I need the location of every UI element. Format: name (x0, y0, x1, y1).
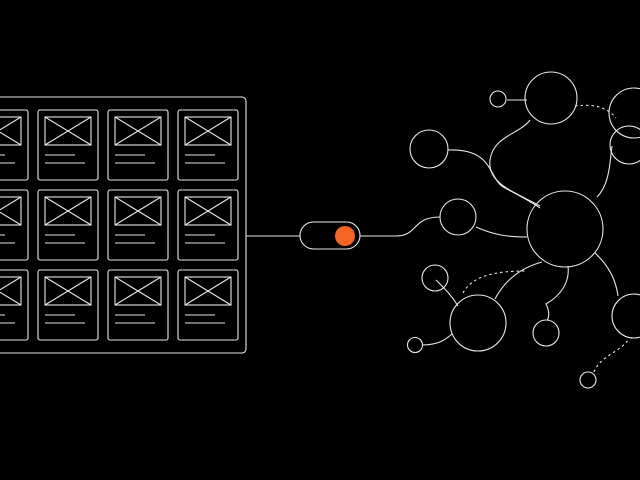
image-placeholder-icon (44, 116, 92, 146)
content-grid-panel (0, 96, 247, 354)
card-frame (107, 109, 169, 181)
link-mid-to-hub (475, 226, 528, 238)
image-placeholder-icon (184, 116, 232, 146)
grid-panel-frame (0, 96, 247, 354)
toggle-to-network-line (360, 216, 441, 237)
image-placeholder-frame (114, 276, 162, 306)
node-left (409, 129, 449, 169)
image-placeholder-icon (44, 276, 92, 306)
image-placeholder-icon (0, 276, 22, 306)
dashed-link-middle (462, 270, 526, 294)
image-placeholder-cross (44, 116, 92, 146)
dashed-link-bottom (593, 339, 629, 373)
content-card (37, 269, 99, 341)
content-card (0, 269, 29, 341)
content-card (37, 189, 99, 261)
content-card (177, 189, 239, 261)
node-top-right (608, 87, 640, 139)
card-frame (37, 269, 99, 341)
card-frame (0, 109, 29, 181)
image-placeholder-frame (0, 196, 22, 226)
image-placeholder-cross (114, 276, 162, 306)
node-right (609, 125, 640, 165)
node-small-top (489, 90, 507, 108)
link-hub-to-lower-right (594, 252, 619, 297)
node-lower-right (611, 293, 640, 339)
image-placeholder-cross (0, 131, 22, 146)
content-card (177, 109, 239, 181)
content-card (177, 269, 239, 341)
node-mid (439, 198, 477, 236)
node-lower-left (449, 294, 507, 352)
image-placeholder-frame (184, 276, 232, 306)
content-card (37, 109, 99, 181)
link-ring-to-lower-left (435, 279, 459, 307)
content-card (0, 109, 29, 181)
card-grid (0, 109, 239, 341)
image-placeholder-cross (114, 196, 162, 226)
content-card (107, 189, 169, 261)
image-placeholder-frame (0, 276, 22, 306)
content-card (107, 269, 169, 341)
link-tiny-to-lower-left (421, 333, 453, 346)
image-placeholder-frame (114, 196, 162, 226)
card-frame (37, 109, 99, 181)
image-placeholder-cross (44, 276, 92, 306)
image-placeholder-icon (184, 196, 232, 226)
image-placeholder-cross (114, 116, 162, 146)
pipeline-connector (246, 216, 441, 250)
link-hub-to-lower-left (494, 261, 543, 300)
card-frame (177, 189, 239, 261)
content-card (107, 109, 169, 181)
image-placeholder-frame (44, 196, 92, 226)
node-network (406, 71, 640, 389)
card-frame (0, 189, 29, 261)
node-ring (421, 264, 449, 292)
link-hub-to-small-bottom (545, 265, 569, 321)
image-placeholder-frame (44, 116, 92, 146)
image-placeholder-icon (114, 196, 162, 226)
card-frame (177, 109, 239, 181)
image-placeholder-cross (0, 291, 22, 306)
node-tiny-bottom (579, 371, 597, 389)
card-frame (177, 269, 239, 341)
image-placeholder-icon (114, 116, 162, 146)
image-placeholder-frame (114, 116, 162, 146)
node-hub (526, 190, 604, 268)
link-left-to-hub (447, 149, 541, 209)
node-upper (524, 71, 578, 125)
image-placeholder-cross (184, 276, 232, 306)
dashed-link-top (574, 104, 617, 119)
content-card (0, 189, 29, 261)
card-frame (107, 189, 169, 261)
image-placeholder-cross (184, 196, 232, 226)
image-placeholder-cross (0, 196, 22, 211)
toggle-knob (335, 226, 355, 246)
image-placeholder-frame (44, 276, 92, 306)
image-placeholder-cross (0, 276, 22, 291)
card-frame (107, 269, 169, 341)
link-hub-to-right (596, 145, 613, 198)
card-frame (0, 269, 29, 341)
image-placeholder-cross (184, 116, 232, 146)
link-upper-to-hub (489, 119, 541, 207)
image-placeholder-icon (0, 196, 22, 226)
image-placeholder-cross (0, 211, 22, 226)
image-placeholder-frame (184, 116, 232, 146)
image-placeholder-icon (0, 116, 22, 146)
image-placeholder-icon (184, 276, 232, 306)
image-placeholder-cross (44, 196, 92, 226)
node-small-bottom (532, 319, 560, 347)
image-placeholder-frame (0, 116, 22, 146)
image-placeholder-icon (44, 196, 92, 226)
card-frame (37, 189, 99, 261)
image-placeholder-cross (0, 116, 22, 131)
image-placeholder-frame (184, 196, 232, 226)
node-tiny-left (406, 336, 424, 354)
image-placeholder-icon (114, 276, 162, 306)
